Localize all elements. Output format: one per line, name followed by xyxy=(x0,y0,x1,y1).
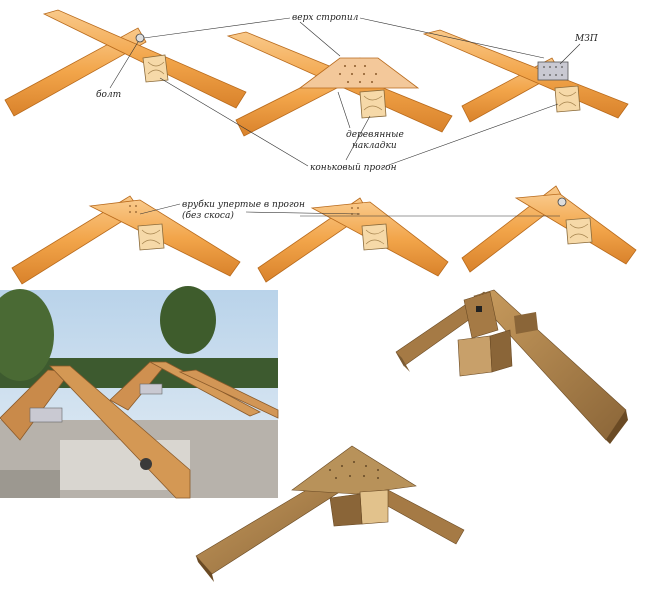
leader-line xyxy=(159,77,309,167)
joint-notched-2 xyxy=(257,197,449,283)
joint-notched-1 xyxy=(11,195,241,285)
joint-metal-plate xyxy=(422,29,629,123)
leader-line xyxy=(109,41,139,89)
model-plate-joint xyxy=(195,445,465,582)
joint-bolted-overlap xyxy=(4,9,247,117)
photo-bolt-icon xyxy=(140,458,152,470)
label-wood-plates-1: деревянные xyxy=(346,130,404,140)
leader-line xyxy=(559,43,581,65)
leader-line xyxy=(337,91,351,129)
label-bolt: болт xyxy=(96,89,121,100)
photo-metal-plate xyxy=(139,383,163,395)
label-notches-2: (без скоса) xyxy=(182,210,234,221)
wood-plate xyxy=(298,57,420,89)
rafter-right xyxy=(88,199,241,277)
label-ridge-purlin: коньковый прогон xyxy=(310,163,397,173)
joint-wooden-plates xyxy=(226,31,453,137)
bolt-icon xyxy=(135,33,145,43)
photo-rafter xyxy=(149,361,261,417)
leader-line xyxy=(345,115,371,161)
leader-line xyxy=(359,17,545,59)
leader-line xyxy=(143,17,291,39)
photo-rafter xyxy=(178,369,279,419)
photo-rafter xyxy=(49,365,191,499)
ridge-purlin xyxy=(142,54,169,83)
model-bolted-joint xyxy=(395,289,628,444)
leader-line xyxy=(245,211,361,215)
label-wood-plates-2: накладки xyxy=(352,141,397,151)
construction-photo xyxy=(0,286,279,499)
rafter-left xyxy=(4,27,147,117)
ridge-purlin xyxy=(359,89,387,119)
label-rafter-top: верх стропил xyxy=(292,13,359,23)
leader-line xyxy=(299,21,341,57)
label-notches-1: врубки упертые в прогон xyxy=(182,199,305,210)
photo-metal-plate xyxy=(29,407,63,423)
bolt-icon xyxy=(476,306,482,312)
leader-line xyxy=(385,103,559,167)
ridge-purlin xyxy=(565,217,593,245)
leader-line xyxy=(139,203,181,215)
bolt-icon xyxy=(557,197,567,207)
ridge-purlin xyxy=(137,223,165,251)
ridge-purlin xyxy=(554,85,581,113)
ridge-purlin xyxy=(361,223,389,251)
label-mzp: МЗП xyxy=(574,34,598,44)
joint-notched-3 xyxy=(461,185,637,273)
metal-tooth-plate xyxy=(537,61,569,81)
